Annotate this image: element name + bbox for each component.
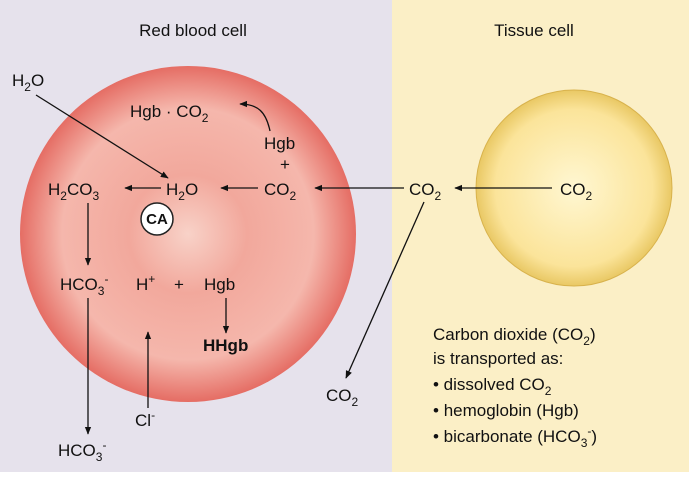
transport-notes: Carbon dioxide (CO2) is transported as: … (433, 325, 597, 450)
tissue-title: Tissue cell (494, 21, 574, 40)
rbc-title: Red blood cell (139, 21, 247, 40)
co2-plasma-label: CO2 (409, 180, 442, 203)
arrow-hgb-binds-co2 (239, 100, 271, 132)
red-blood-cell (20, 66, 356, 402)
ca-label: CA (146, 211, 168, 228)
h2o-outside-label: H2O (12, 71, 44, 94)
notes-item-bicarbonate: • bicarbonate (HCO3-) (433, 424, 597, 450)
hco3-outside-label: HCO3- (58, 438, 106, 464)
plus-sign-2: + (174, 275, 184, 294)
notes-item-dissolved: • dissolved CO2 (433, 375, 552, 398)
co2-tissue-label: CO2 (560, 180, 593, 203)
carbonic-anhydrase-circle (140, 202, 174, 236)
hgb-2-label: Hgb (204, 275, 235, 294)
hgb-co2-label: Hgb · CO2 (130, 102, 209, 125)
arrow-water-into-cell (35, 94, 169, 179)
notes-heading-line1: Carbon dioxide (CO2) (433, 325, 596, 348)
reaction-arrows (35, 94, 552, 435)
co2-dissolved-label: CO2 (326, 386, 359, 409)
hgb-label: Hgb (264, 134, 295, 153)
h2o-rbc-label: H2O (166, 180, 198, 203)
arrow-co2-dissolved (345, 201, 425, 379)
notes-heading-line2: is transported as: (433, 349, 563, 368)
plus-sign: + (280, 155, 290, 174)
chloride-label: Cl- (135, 408, 155, 430)
co2-rbc-label: CO2 (264, 180, 297, 203)
hhgb-label: HHgb (203, 336, 248, 355)
notes-item-hemoglobin: • hemoglobin (Hgb) (433, 401, 579, 420)
